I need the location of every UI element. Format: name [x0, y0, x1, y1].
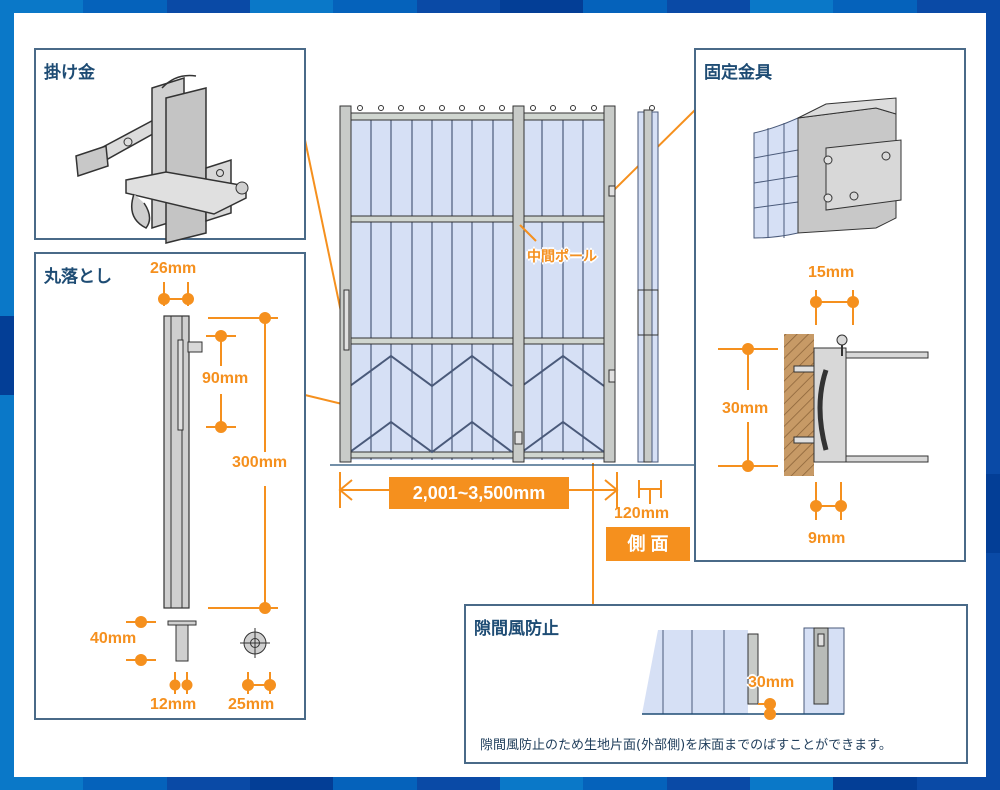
- bracket-section-drawing: [718, 290, 929, 520]
- latch-panel: 掛け金: [34, 48, 306, 244]
- draft-stop-title: 隙間風防止: [474, 619, 559, 639]
- latch-illustration: [75, 74, 249, 244]
- dim-25mm: 25mm: [228, 696, 275, 713]
- draft-stop-illustration: [642, 627, 845, 720]
- fixing-bracket-title: 固定金具: [704, 63, 772, 83]
- dim-15mm: 15mm: [808, 264, 855, 281]
- fixing-bracket-panel: 固定金具 15mm 30mm 9mm: [694, 48, 966, 562]
- dim-90mm: 90mm: [202, 370, 249, 387]
- side-depth-label: 120mm: [614, 505, 670, 522]
- bracket-illustration: [753, 97, 902, 239]
- side-view-label: 側 面: [606, 527, 690, 561]
- dim-300mm: 300mm: [232, 454, 288, 471]
- dim-40mm: 40mm: [90, 630, 137, 647]
- drop-bolt-illustration: [126, 282, 278, 694]
- side-depth-arrow: [638, 480, 662, 504]
- drop-bolt-panel: 丸落とし 26mm 90mm 300mm 40mm: [34, 252, 306, 720]
- draft-stop-panel: 隙間風防止 30mm 隙間風防止のため生地片面(外部側)を床面までのばすことがで…: [464, 604, 968, 764]
- middle-pole-label: 中間ポール: [527, 248, 597, 264]
- middle-pole-leader: [519, 224, 537, 242]
- dim-9mm: 9mm: [808, 530, 846, 547]
- latch-title: 掛け金: [44, 63, 95, 83]
- dim-30mm-draft: 30mm: [748, 674, 795, 691]
- draft-stop-caption: 隙間風防止のため生地片面(外部側)を床面までのばすことができます。: [480, 738, 892, 753]
- dim-12mm: 12mm: [150, 696, 197, 713]
- width-label: 2,001~3,500mm: [389, 477, 569, 509]
- drop-bolt-title: 丸落とし: [44, 267, 112, 287]
- gate-front-view: [330, 105, 700, 466]
- dim-26mm: 26mm: [150, 260, 197, 277]
- dim-30mm-bracket: 30mm: [722, 400, 769, 417]
